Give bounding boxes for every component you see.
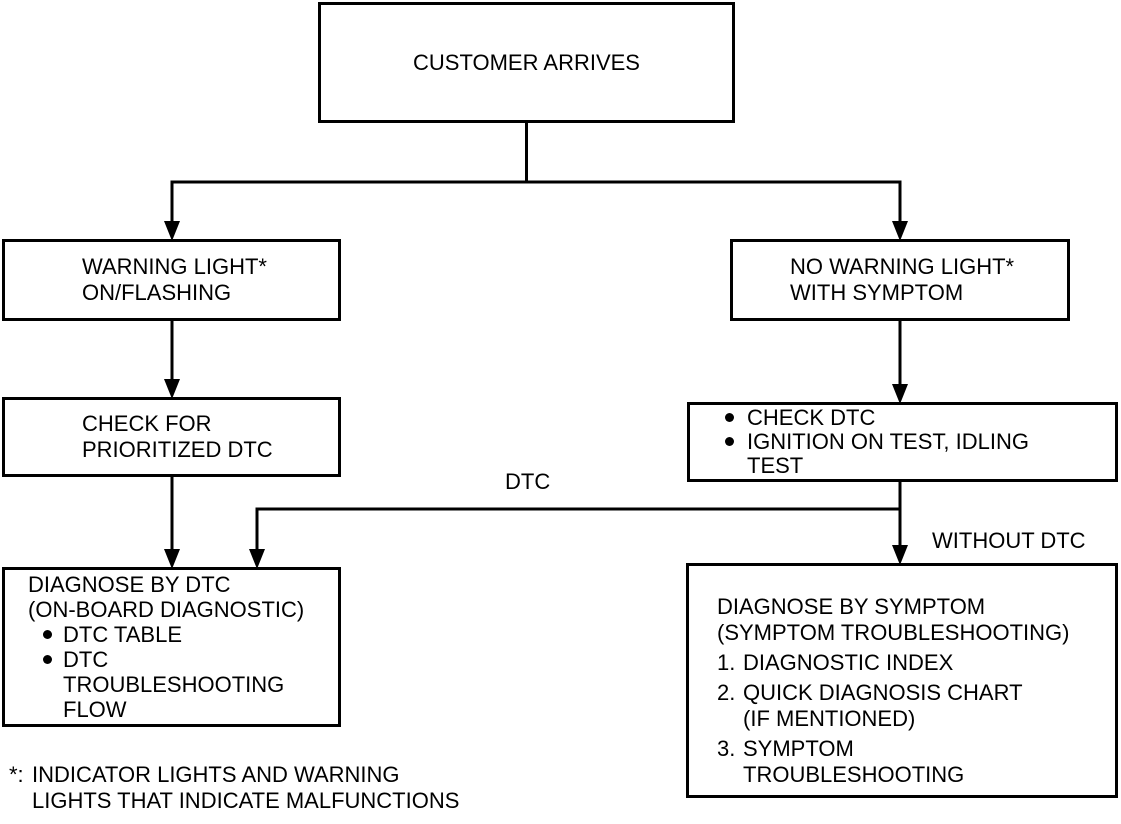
node-label-line: (ON-BOARD DIAGNOSTIC): [28, 597, 305, 622]
node-label-line: DIAGNOSE BY SYMPTOM: [717, 594, 986, 619]
node-check-prioritized-dtc: CHECK FOR PRIORITIZED DTC: [2, 397, 341, 477]
bullet-item: DTC TROUBLESHOOTING FLOW: [42, 647, 338, 722]
arrowhead-diagdtc-right: [249, 549, 265, 569]
node-label-line: DTC: [63, 647, 109, 672]
item-number: 2.: [717, 680, 736, 705]
node-customer-arrives: CUSTOMER ARRIVES: [318, 2, 735, 123]
bullet-item-lines: CHECK DTC: [747, 406, 875, 430]
node-label: CUSTOMER ARRIVES: [413, 49, 640, 75]
node-warning-light: WARNING LIGHT* ON/FLASHING: [2, 239, 341, 321]
arrowhead-diagsym: [892, 545, 908, 565]
bullet-item: DTC TABLE: [42, 622, 338, 647]
bullet-item-lines: IGNITION ON TEST, IDLING TEST: [747, 430, 1029, 478]
node-label-line: DTC TABLE: [63, 622, 182, 647]
node-label-line: ON/FLASHING: [82, 280, 232, 305]
node-label-block: DIAGNOSE BY SYMPTOM (SYMPTOM TROUBLESHOO…: [717, 594, 1115, 646]
node-label-line: FLOW: [63, 697, 127, 722]
footnote-lines: INDICATOR LIGHTS AND WARNING LIGHTS THAT…: [32, 762, 459, 814]
node-diagnose-by-symptom: DIAGNOSE BY SYMPTOM (SYMPTOM TROUBLESHOO…: [686, 563, 1118, 798]
bullet-icon: [42, 647, 63, 722]
numbered-item: 3. SYMPTOM TROUBLESHOOTING: [717, 736, 1115, 788]
node-label-line: (SYMPTOM TROUBLESHOOTING): [717, 620, 1070, 645]
node-label-line: TROUBLESHOOTING: [63, 672, 285, 697]
edge-label-dtc: DTC: [505, 469, 551, 494]
numbered-item-lines: SYMPTOM TROUBLESHOOTING: [743, 736, 964, 788]
footnote-line: LIGHTS THAT INDICATE MALFUNCTIONS: [32, 788, 460, 813]
arrowhead-check-prioritized: [164, 379, 180, 399]
node-no-warning-light: NO WARNING LIGHT* WITH SYMPTOM: [730, 239, 1070, 321]
node-label-line: PRIORITIZED DTC: [82, 437, 273, 462]
node-label-line: DIAGNOSE BY DTC: [28, 572, 231, 597]
bullet-icon: [723, 430, 747, 478]
node-label-line: WITH SYMPTOM: [790, 280, 964, 305]
arrowhead-diagdtc-left: [164, 549, 180, 569]
bullet-item-lines: DTC TROUBLESHOOTING FLOW: [63, 647, 284, 722]
node-label-line: IGNITION ON TEST, IDLING: [747, 429, 1029, 454]
item-number: 1.: [717, 650, 736, 675]
arrowhead-nowarning: [892, 221, 908, 241]
arrowhead-warning: [164, 221, 180, 241]
node-diagnose-by-dtc: DIAGNOSE BY DTC (ON-BOARD DIAGNOSTIC) DT…: [2, 567, 341, 727]
node-label-line: CHECK DTC: [747, 405, 876, 430]
bullet-item: IGNITION ON TEST, IDLING TEST: [723, 430, 1115, 478]
numbered-item: 2. QUICK DIAGNOSIS CHART (IF MENTIONED): [717, 680, 1115, 732]
edge-label-without-dtc: WITHOUT DTC: [932, 528, 1086, 553]
bullet-icon: [723, 406, 747, 430]
node-label-line: TROUBLESHOOTING: [743, 762, 965, 787]
node-label-line: WARNING LIGHT*: [82, 254, 267, 279]
node-label-line: TEST: [747, 453, 804, 478]
arrowhead-checkdtc: [892, 384, 908, 404]
footnote-line: INDICATOR LIGHTS AND WARNING: [32, 762, 400, 787]
node-label-line: DIAGNOSTIC INDEX: [743, 650, 954, 675]
node-label-line: QUICK DIAGNOSIS CHART: [743, 680, 1023, 705]
bullet-item-lines: DTC TABLE: [63, 622, 182, 647]
footnote-marker: *:: [9, 762, 24, 787]
numbered-item: 1. DIAGNOSTIC INDEX: [717, 650, 1115, 676]
numbered-item-lines: QUICK DIAGNOSIS CHART (IF MENTIONED): [743, 680, 1023, 732]
node-check-dtc: CHECK DTC IGNITION ON TEST, IDLING TEST: [687, 402, 1118, 482]
footnote: *: INDICATOR LIGHTS AND WARNING LIGHTS T…: [9, 762, 459, 814]
bullet-icon: [42, 622, 63, 647]
node-label-line: SYMPTOM: [743, 736, 854, 761]
numbered-item-lines: DIAGNOSTIC INDEX: [743, 650, 953, 676]
edge-dtc-branch: [255, 507, 900, 555]
edge-branch: [170, 180, 902, 228]
item-number: 3.: [717, 736, 736, 761]
node-label-line: (IF MENTIONED): [743, 706, 916, 731]
node-label-line: CHECK FOR: [82, 411, 212, 436]
node-label-line: NO WARNING LIGHT*: [790, 254, 1015, 279]
bullet-item: CHECK DTC: [723, 406, 1115, 430]
